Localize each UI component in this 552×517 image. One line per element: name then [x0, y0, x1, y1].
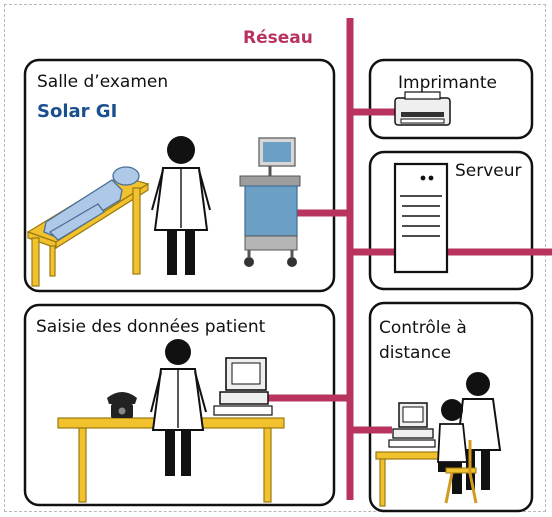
remote-room-title-line1: Contrôle à: [379, 318, 467, 338]
doctor-exam: [151, 136, 211, 275]
computer-remote: [388, 402, 436, 448]
printer-icon: [394, 91, 451, 126]
printer-room-title: Imprimante: [398, 73, 497, 93]
exam-room-title: Salle d’examen: [37, 72, 169, 92]
patient-figure: [43, 166, 140, 241]
server-tower-icon: [393, 162, 449, 274]
remote-room-title-line2: distance: [379, 343, 452, 363]
patient-data-room-title: Saisie des données patient: [36, 317, 266, 337]
diagram-frame: [4, 4, 546, 512]
solar-gi-cart: [239, 137, 301, 267]
telephone-icon: [107, 392, 137, 418]
doctor-data-entry: [150, 339, 207, 476]
computer-data-entry: [213, 357, 273, 416]
operator-seated-remote: [437, 399, 478, 504]
network-links: [265, 18, 552, 500]
server-room-title: Serveur: [455, 161, 522, 181]
printer-room-box: [368, 58, 534, 140]
solar-gi-brand: Solar GI: [37, 101, 118, 122]
network-title: Réseau: [243, 28, 313, 48]
